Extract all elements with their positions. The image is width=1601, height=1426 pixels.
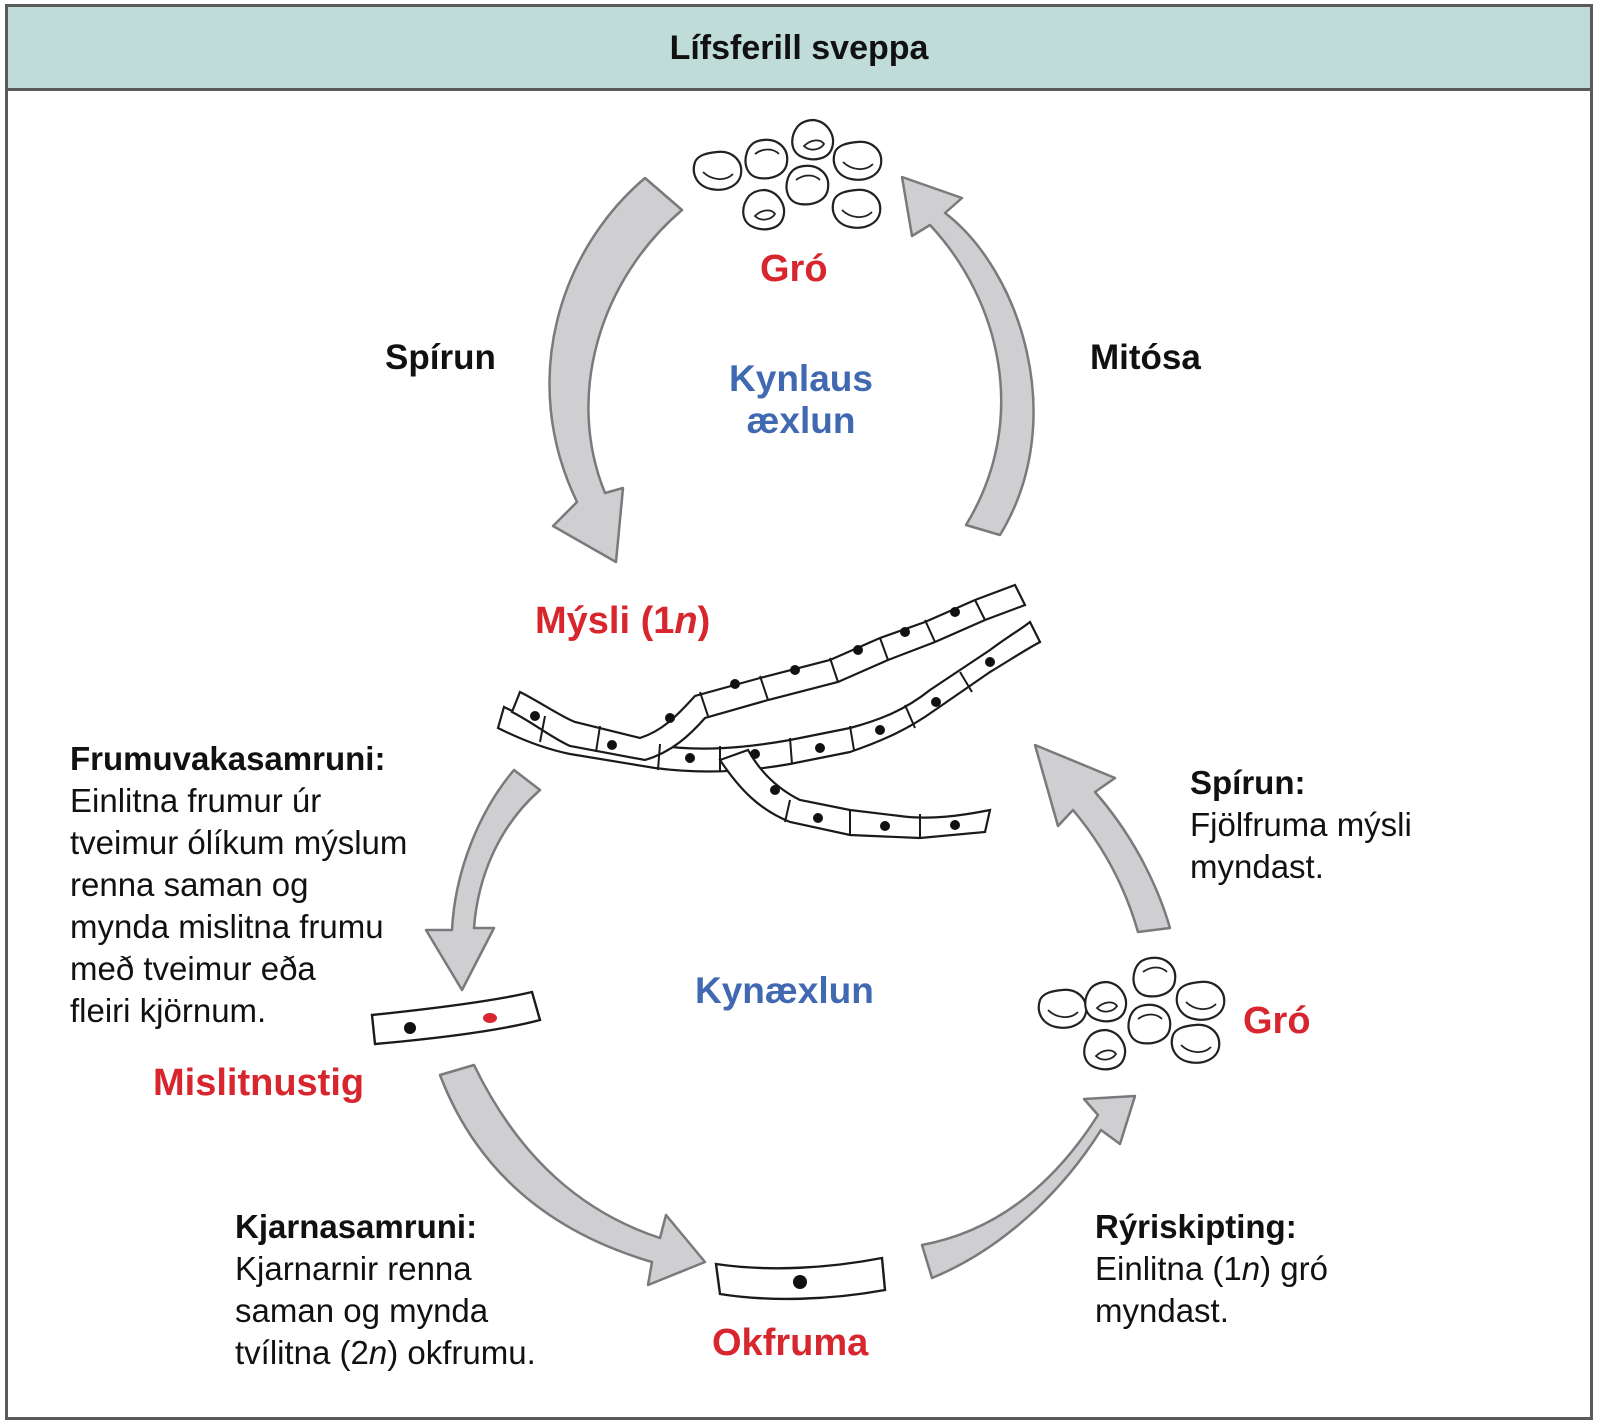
nucleus-black [404,1022,416,1034]
process-meiosis: Rýriskipting: Einlitna (1n) gró myndast. [1095,1206,1328,1332]
meiosis-line-2: myndast. [1095,1292,1229,1329]
meiosis-ploidy: n [1241,1250,1261,1287]
stage-spores-right: Gró [1243,1000,1311,1042]
title-bar: Lífsferill sveppa [8,7,1590,91]
meiosis-line-1-suffix: ) gró [1260,1250,1328,1287]
arrow-meiosis [920,1094,1137,1280]
stage-zygote: Okfruma [712,1322,869,1364]
plasmogamy-heading: Frumuvakasamruni: [70,740,386,777]
karyogamy-line-3: tvílitna (2n) okfrumu. [235,1332,536,1374]
meiosis-line-1-prefix: Einlitna (1 [1095,1250,1242,1287]
mycelium-suffix: ) [697,600,711,642]
germination-right-line: myndast. [1190,848,1324,885]
mycelium-septa [539,599,986,838]
spores-right-cluster [1037,956,1226,1071]
plasmogamy-line: tveimur ólíkum mýslum [70,824,408,861]
diagram-title: Lífsferill sveppa [669,29,929,67]
meiosis-line-1: Einlitna (1n) gró [1095,1248,1328,1290]
zygote-cell [714,1256,887,1301]
nucleus-red [483,1013,497,1023]
cycle-sexual-label: Kynæxlun [695,970,874,1011]
process-plasmogamy: Frumuvakasamruni: Einlitna frumur úr tve… [70,738,407,1032]
stage-spores-top: Gró [760,248,828,290]
arrow-plasmogamy [424,768,542,992]
zygote-nucleus [793,1275,807,1289]
mycelium-prefix: Mýsli (1 [535,600,675,642]
mycelium-nuclei [530,607,995,831]
spores-top-cluster [692,118,883,231]
heterokaryotic-cell [370,990,542,1046]
asexual-line-1: Kynlaus [729,358,873,399]
plasmogamy-line: með tveimur eða [70,950,316,987]
arrow-germination-right [1033,743,1172,934]
plasmogamy-line: Einlitna frumur úr [70,782,322,819]
arrow-karyogamy [438,1063,707,1287]
process-germination-top: Spírun [385,338,496,377]
stage-mycelium: Mýsli (1n) [535,600,710,643]
cycle-asexual-label: Kynlaus æxlun [718,358,884,442]
arrow-germination-top [548,176,684,564]
meiosis-heading: Rýriskipting: [1095,1208,1297,1245]
process-karyogamy: Kjarnasamruni: Kjarnarnir renna saman og… [235,1206,536,1374]
karyogamy-heading: Kjarnasamruni: [235,1208,478,1245]
plasmogamy-line: renna saman og [70,866,309,903]
arrow-mitosis [900,175,1035,537]
plasmogamy-line: mynda mislitna frumu [70,908,384,945]
karyogamy-line-1: Kjarnarnir renna [235,1250,472,1287]
asexual-line-2: æxlun [746,400,856,441]
mycelium-hyphae [496,583,1042,840]
karyogamy-line-3-prefix: tvílitna (2 [235,1334,369,1371]
cycle-arrows [424,175,1172,1287]
plasmogamy-line: fleiri kjörnum. [70,992,267,1029]
process-mitosis: Mitósa [1090,338,1201,377]
process-germination-right: Spírun: Fjölfruma mýsli myndast. [1190,762,1412,888]
karyogamy-line-2: saman og mynda [235,1292,489,1329]
diagram-frame: Lífsferill sveppa [5,4,1593,1420]
stage-heterokaryotic: Mislitnustig [153,1062,365,1104]
germination-right-line: Fjölfruma mýsli [1190,806,1412,843]
germination-right-heading: Spírun: [1190,764,1306,801]
karyogamy-line-3-suffix: ) okfrumu. [387,1334,536,1371]
karyogamy-ploidy: n [368,1334,388,1371]
mycelium-ploidy: n [674,600,698,642]
